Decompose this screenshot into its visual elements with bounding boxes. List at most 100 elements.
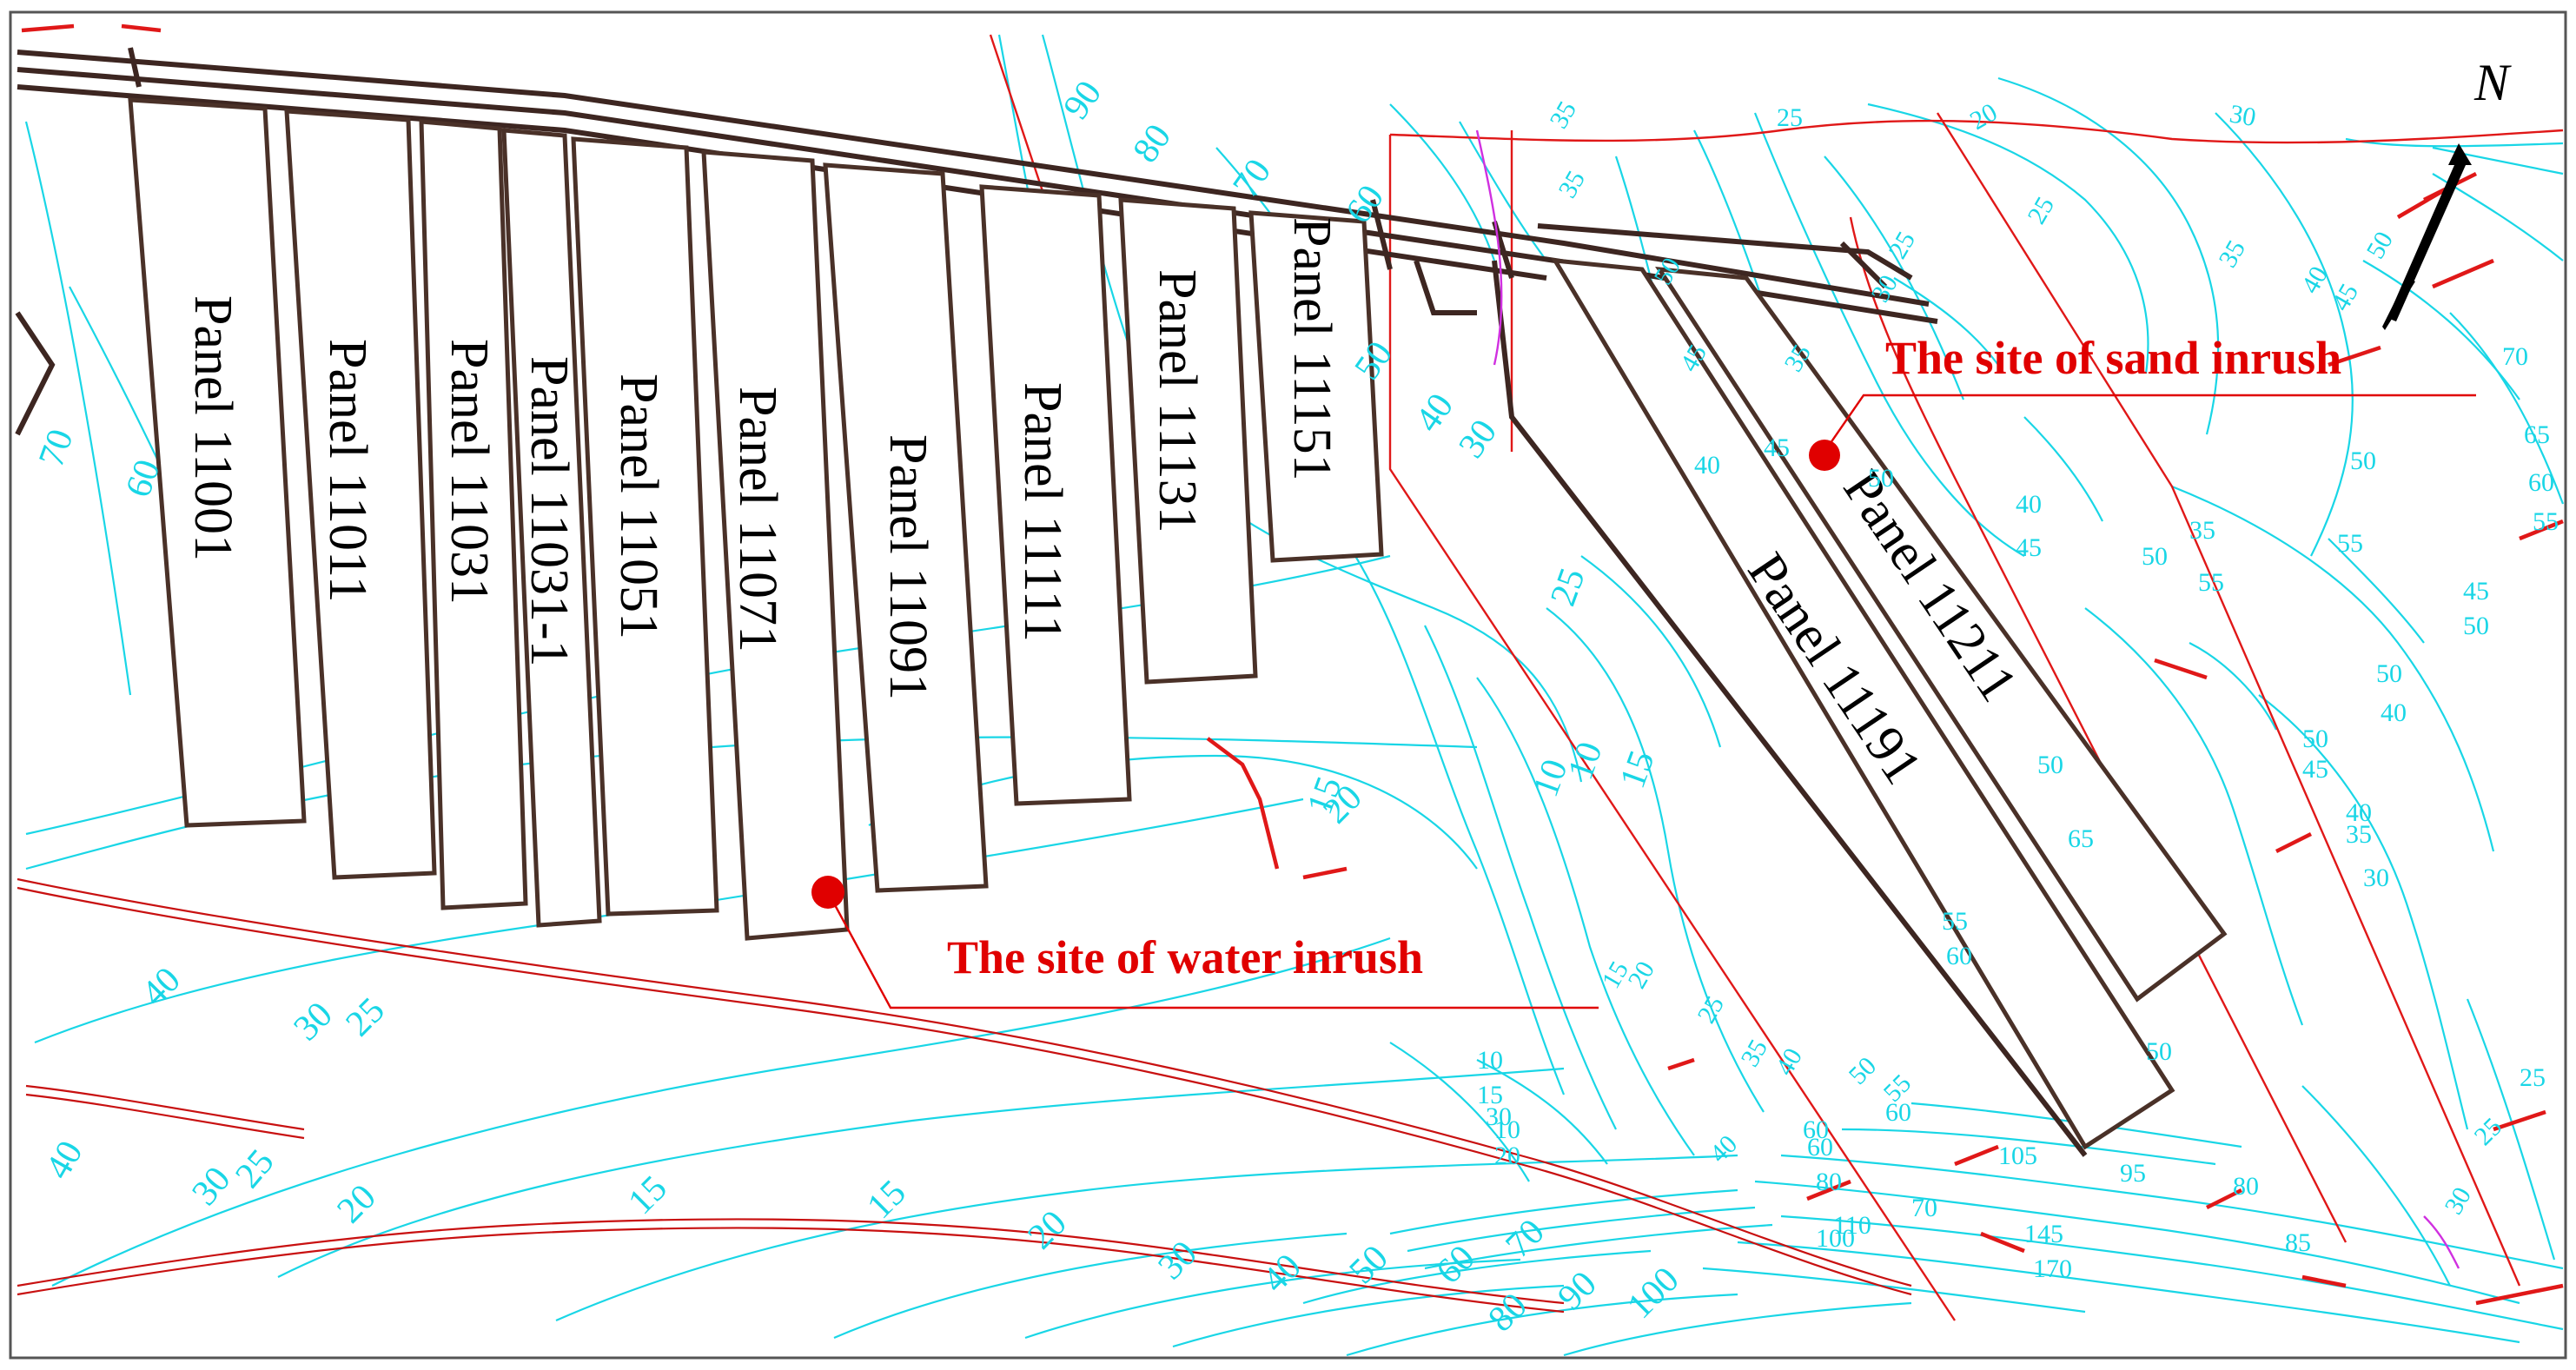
contour-label: 65	[2068, 824, 2094, 853]
panel-outline-11131	[1118, 197, 1258, 685]
sand-inrush-label: The site of sand inrush	[1885, 332, 2341, 384]
contour-label: 60	[1946, 942, 1972, 970]
contour-label: 20	[1965, 97, 2002, 136]
contour-label: 110	[1833, 1211, 1871, 1240]
boundary-lines	[17, 23, 2564, 1321]
contour-label: 50	[2037, 751, 2063, 779]
contour-label: 40	[1694, 451, 1720, 480]
water-inrush-marker[interactable]	[811, 876, 844, 909]
contour-label: 70	[1911, 1194, 1937, 1222]
contour-label: 40	[38, 1135, 91, 1186]
north-arrow: N	[2382, 54, 2512, 330]
contour-label: 50	[1844, 1051, 1883, 1090]
contour-label: 20	[1494, 1142, 1520, 1170]
panel-label-11011: Panel 11011	[318, 339, 377, 603]
contour-label: 15	[1477, 1081, 1503, 1109]
contour-label: 65	[2524, 420, 2550, 449]
sand-leader-line	[1824, 394, 2476, 453]
north-arrow-tail	[2382, 278, 2415, 330]
contour-label: 145	[2024, 1220, 2063, 1248]
panel-outline-11051	[571, 136, 719, 917]
panel-label-11051: Panel 11051	[609, 374, 668, 639]
contour-label: 100	[1620, 1260, 1687, 1327]
contour-label: 70	[1499, 1212, 1553, 1266]
contour-label: 45	[2463, 577, 2489, 606]
contour-label: 170	[2033, 1254, 2072, 1283]
map-frame	[9, 10, 2567, 1360]
contour-label: 40	[1408, 387, 1462, 440]
contour-label: 105	[1998, 1142, 2037, 1170]
contour-label: 15	[1612, 745, 1663, 793]
contour-label: 50	[2302, 725, 2328, 753]
panel-label-11031-1: Panel 11031-1	[520, 356, 579, 667]
panel-outline-11031	[419, 119, 528, 910]
contour-label: 40	[1705, 1129, 1744, 1168]
contour-label: 70	[31, 424, 82, 472]
contour-label: 90	[1551, 1264, 1605, 1318]
site-water: The site of water inrush	[811, 876, 1599, 1009]
sand-inrush-marker[interactable]	[1809, 440, 1840, 471]
contour-label: 80	[1126, 117, 1180, 170]
contour-label: 40	[2295, 261, 2334, 298]
contour-label: 25	[2022, 192, 2060, 228]
contour-label: 50	[2142, 542, 2168, 571]
panel-outline-11191	[1551, 258, 2175, 1150]
panel-outline-11001	[128, 97, 307, 828]
contour-label: 40	[1255, 1247, 1309, 1301]
contour-label: 25	[2469, 1112, 2508, 1151]
water-leader-line	[826, 891, 1599, 1009]
panel-label-11131: Panel 11131	[1148, 269, 1207, 533]
contour-label: 55	[1942, 907, 1968, 936]
contour-label: 60	[2528, 468, 2554, 497]
panel-label-11151: Panel 11151	[1282, 217, 1341, 481]
contour-label: 55	[2337, 529, 2363, 558]
panel-label-11031: Panel 11031	[440, 339, 499, 605]
contour-label: 25	[339, 990, 393, 1044]
contour-label: 30	[2363, 864, 2389, 892]
contour-label: 35	[1544, 96, 1582, 133]
panels	[128, 97, 2228, 1157]
contour-label: 45	[2302, 755, 2328, 784]
contour-label: 30	[1452, 413, 1506, 466]
contour-label: 25	[1692, 991, 1730, 1028]
panel-outline-11211	[1655, 266, 2228, 1003]
contour-label: 60	[1803, 1115, 1829, 1144]
contour-label: 30	[2228, 99, 2258, 132]
north-label: N	[2473, 54, 2512, 111]
magenta-contour	[1475, 129, 1503, 366]
contour-label: 80	[1816, 1168, 1842, 1196]
contour-label: 15	[621, 1168, 675, 1222]
contour-label: 60	[1807, 1133, 1833, 1162]
panel-outline-11031-1	[501, 128, 602, 928]
contour-label: 25	[2520, 1063, 2546, 1092]
contour-label: 25	[1777, 103, 1803, 132]
contour-label: 100	[1816, 1224, 1855, 1253]
contour-label: 10	[1494, 1115, 1520, 1144]
panel-outline-11091	[823, 162, 989, 893]
contour-label: 50	[2376, 659, 2402, 688]
panel-outline-11011	[284, 109, 437, 880]
panel-outline-11111	[979, 184, 1132, 806]
contour-label: 40	[2381, 698, 2407, 727]
north-arrow-icon	[2387, 143, 2472, 321]
panel-outline-11151	[1248, 210, 1384, 563]
contour-label: 60	[1885, 1098, 1911, 1127]
contour-label: 30	[287, 995, 341, 1049]
contour-label: 50	[2146, 1037, 2172, 1066]
contour-label: 35	[2213, 235, 2251, 272]
contour-label: 10	[1477, 1046, 1503, 1075]
magenta-contour-2	[2423, 1215, 2460, 1269]
panel-label-11001: Panel 11001	[183, 295, 242, 561]
contour-label: 40	[2016, 490, 2042, 519]
contour-label: 95	[2120, 1159, 2146, 1188]
contour-label: 30	[1151, 1234, 1205, 1287]
contour-label: 20	[1021, 1203, 1075, 1257]
contour-label: 70	[2502, 342, 2528, 371]
contour-label: 50	[2350, 447, 2376, 475]
contour-label: 45	[2016, 533, 2042, 562]
contour-label: 25	[1543, 563, 1593, 611]
panel-label-11091: Panel 11091	[878, 434, 937, 700]
panel-label-11071: Panel 11071	[728, 387, 787, 652]
contour-label: 45	[2326, 279, 2364, 315]
water-inrush-label: The site of water inrush	[947, 931, 1423, 983]
